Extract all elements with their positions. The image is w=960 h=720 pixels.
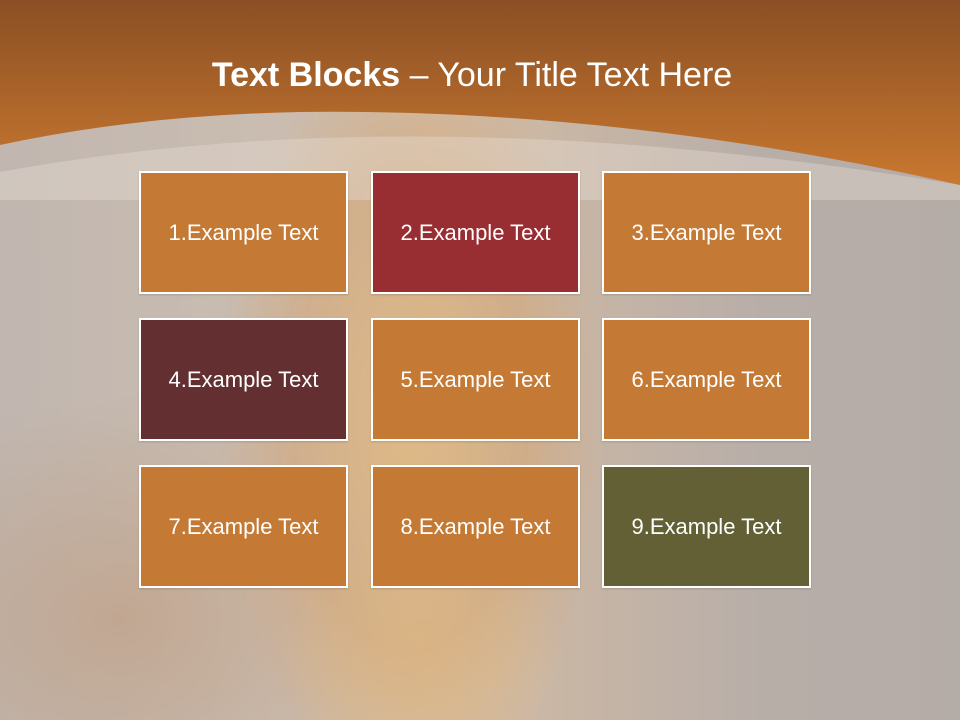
header-orange-shape — [0, 0, 960, 185]
text-block-8[interactable]: 8.Example Text — [371, 465, 580, 588]
text-block-1[interactable]: 1.Example Text — [139, 171, 348, 294]
text-block-6[interactable]: 6.Example Text — [602, 318, 811, 441]
slide-title: Text Blocks – Your Title Text Here — [0, 52, 944, 98]
text-block-3[interactable]: 3.Example Text — [602, 171, 811, 294]
title-bold-part: Text Blocks — [211, 56, 401, 94]
header-band — [0, 0, 960, 200]
text-block-5[interactable]: 5.Example Text — [371, 318, 580, 441]
title-separator: – — [400, 56, 438, 94]
text-block-9[interactable]: 9.Example Text — [602, 465, 811, 588]
text-block-2[interactable]: 2.Example Text — [371, 171, 580, 294]
text-block-7[interactable]: 7.Example Text — [139, 465, 348, 588]
text-block-4[interactable]: 4.Example Text — [139, 318, 348, 441]
title-rest: Your Title Text Here — [437, 56, 733, 94]
